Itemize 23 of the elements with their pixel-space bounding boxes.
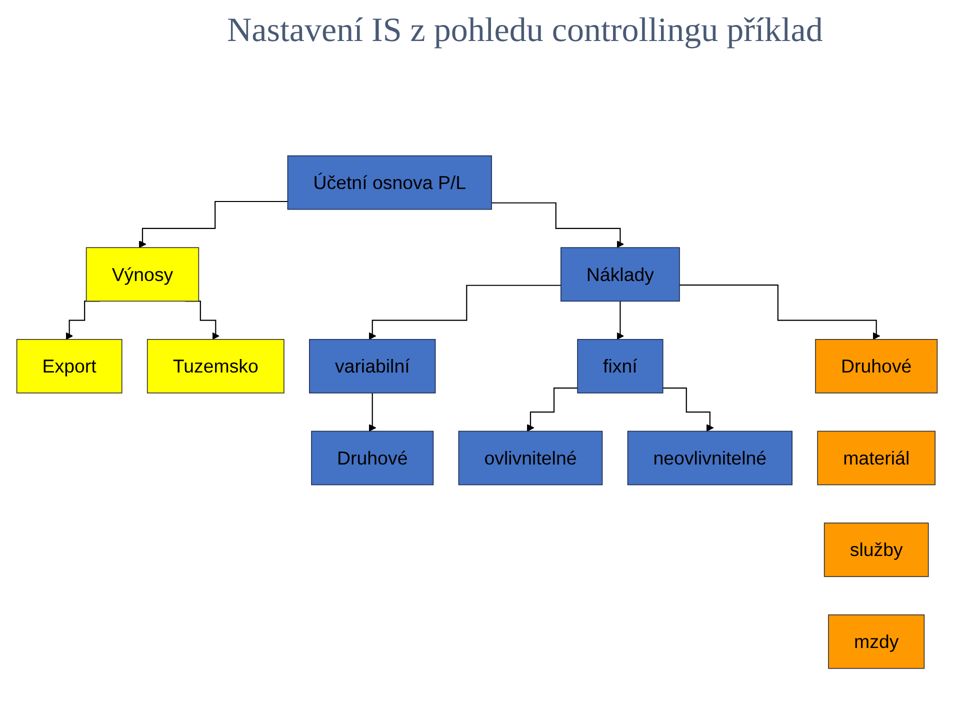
node-box: ovlivnitelné: [458, 431, 603, 486]
node-box: Druhové: [815, 339, 938, 394]
node-box: Druhové: [311, 431, 434, 486]
arrow: [616, 301, 624, 340]
diagram-title: Nastavení IS z pohledu controllingu příklad: [226, 12, 824, 50]
node-box: služby: [824, 523, 929, 578]
node-box: variabilní: [309, 339, 436, 394]
arrow: [368, 285, 561, 340]
arrow: [492, 202, 624, 248]
node-box: materiál: [817, 431, 936, 486]
node-box: Náklady: [560, 248, 680, 302]
arrow: [662, 388, 714, 432]
node-box: Účetní osnova P/L: [287, 156, 492, 210]
node-box: mzdy: [828, 614, 925, 670]
arrow: [680, 284, 880, 340]
node-box: Tuzemsko: [146, 339, 284, 394]
arrow: [526, 388, 578, 432]
arrow: [368, 392, 376, 432]
node-box: Export: [16, 339, 122, 394]
node-box: Výnosy: [86, 248, 200, 302]
node-box: fixní: [577, 339, 664, 394]
arrow: [138, 201, 288, 248]
node-box: neovlivnitelné: [627, 431, 792, 486]
